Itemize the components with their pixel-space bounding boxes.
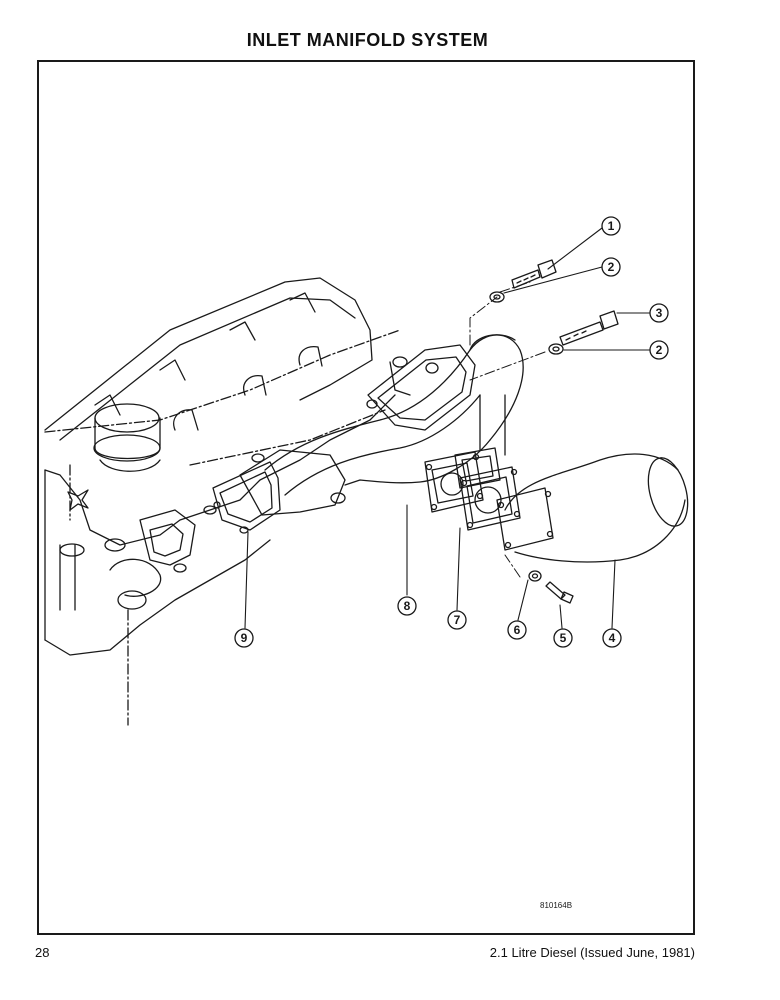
washer-part-6	[528, 570, 542, 582]
bolt-part-1	[511, 259, 557, 289]
svg-text:9: 9	[241, 631, 248, 645]
svg-text:6: 6	[514, 623, 521, 637]
svg-text:3: 3	[656, 306, 663, 320]
svg-text:5: 5	[560, 631, 567, 645]
callout-7: 7	[447, 610, 467, 630]
inlet-manifold	[239, 334, 524, 516]
callout-3: 3	[649, 303, 669, 323]
drawing-reference-code: 810164B	[540, 901, 572, 910]
callout-9: 9	[234, 628, 254, 648]
svg-text:2: 2	[608, 260, 615, 274]
callout-2-lower: 2	[649, 340, 669, 360]
washer-part-2-upper	[489, 291, 505, 303]
callout-6: 6	[507, 620, 527, 640]
bolt-part-3	[559, 310, 619, 346]
callout-8: 8	[397, 596, 417, 616]
washer-part-2-lower	[548, 343, 564, 355]
callout-2-upper: 2	[601, 257, 621, 277]
svg-text:4: 4	[609, 631, 616, 645]
footer-title: 2.1 Litre Diesel (Issued June, 1981)	[489, 945, 695, 960]
svg-text:7: 7	[454, 613, 461, 627]
page-title: INLET MANIFOLD SYSTEM	[246, 30, 489, 50]
engine-cylinder-head	[44, 277, 411, 726]
manifold-gasket-part-9	[212, 461, 281, 534]
assembly-axes	[469, 281, 546, 578]
intake-elbow-part-4	[496, 453, 689, 563]
svg-text:2: 2	[656, 343, 663, 357]
callout-5: 5	[553, 628, 573, 648]
flange-plate-part-8	[424, 451, 484, 513]
callout-1: 1	[601, 216, 621, 236]
svg-text:8: 8	[404, 599, 411, 613]
adapter-gasket-part-7	[459, 466, 521, 531]
diagram-frame	[37, 60, 695, 935]
bolt-part-5	[545, 581, 574, 604]
callout-4: 4	[602, 628, 622, 648]
page-number: 28	[35, 945, 50, 960]
callout-leaders	[244, 227, 651, 629]
svg-text:1: 1	[608, 219, 615, 233]
